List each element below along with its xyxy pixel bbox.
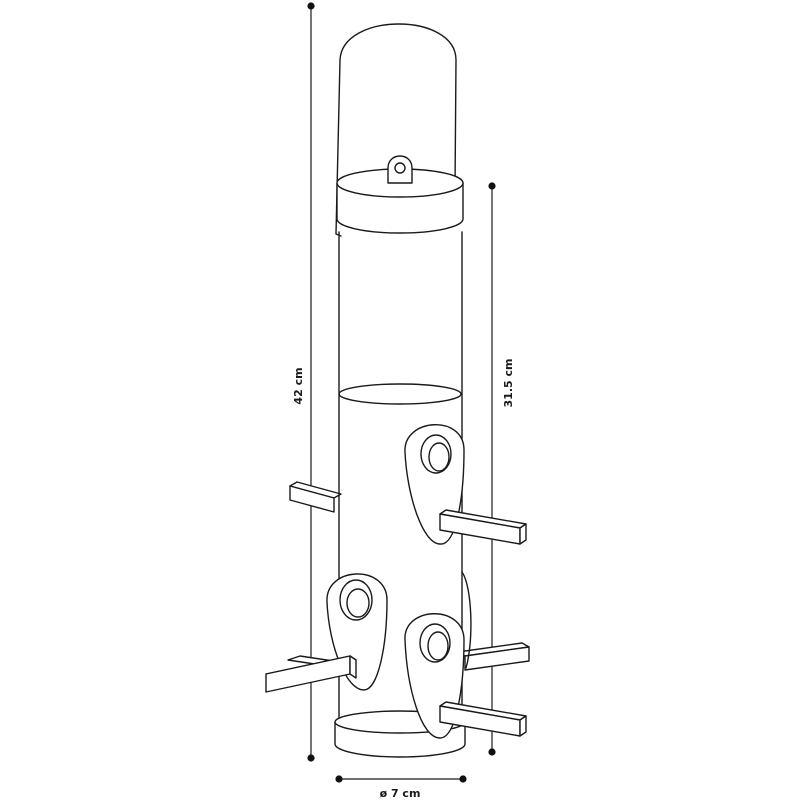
feeding-port-back-right-edge bbox=[461, 571, 472, 669]
top-lid bbox=[336, 155, 464, 234]
tube-height-label: 31.5 cm bbox=[502, 359, 515, 408]
total-height-label: 42 cm bbox=[292, 367, 305, 404]
diameter-dimension: ø 7 cm bbox=[335, 775, 467, 800]
perch-back-left bbox=[289, 481, 342, 513]
total-height-dimension: 42 cm bbox=[292, 2, 315, 762]
perch-front-lower-left bbox=[265, 655, 357, 693]
seed-level-ellipse bbox=[338, 383, 462, 405]
perch-front-lower-right bbox=[439, 701, 527, 737]
tube-height-dimension: 31.5 cm bbox=[488, 182, 515, 756]
diameter-label: ø 7 cm bbox=[380, 787, 421, 800]
perch-front-upper-right bbox=[439, 509, 527, 545]
lid-eyelet bbox=[387, 155, 413, 184]
hanger-handle bbox=[335, 23, 457, 237]
